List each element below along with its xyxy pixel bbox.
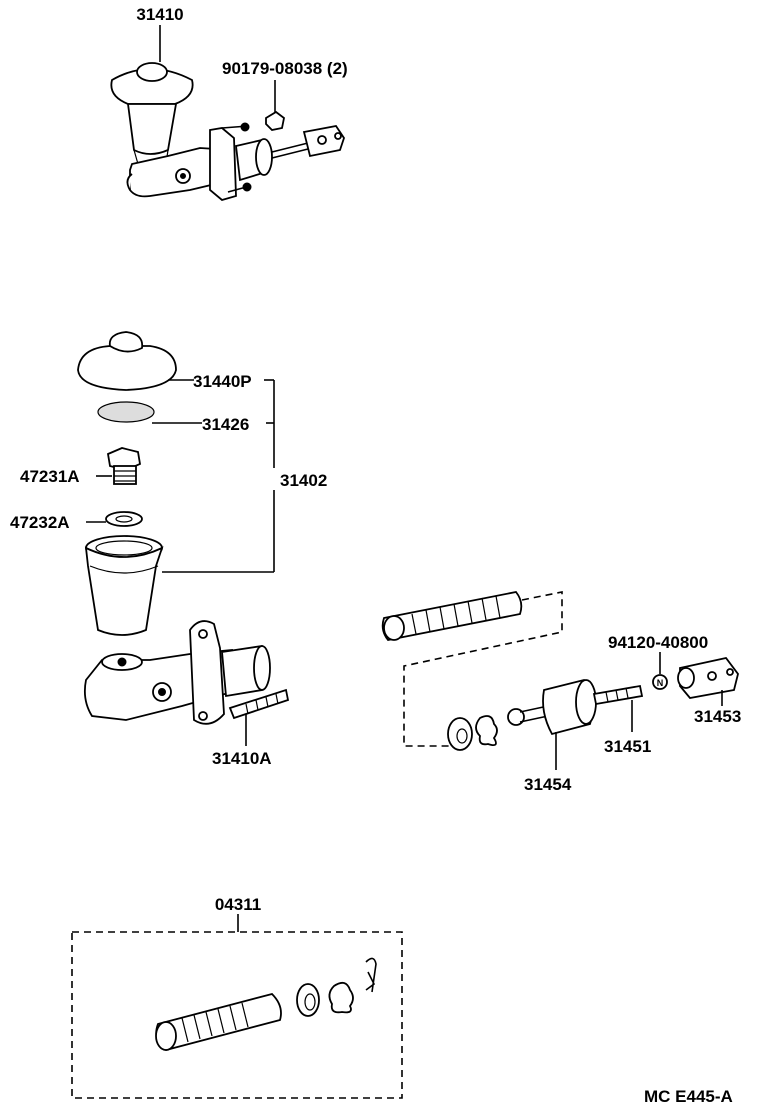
push-rod-clip-icon <box>475 715 498 747</box>
label-47232A: 47232A <box>10 513 70 532</box>
figure-code: MC E445-A <box>644 1087 733 1106</box>
union-bolt-icon <box>106 447 142 485</box>
label-47231A: 47231A <box>20 467 80 486</box>
label-31402: 31402 <box>280 471 327 490</box>
reservoir-gasket-icon <box>97 401 155 423</box>
piston-boot-icon <box>381 591 523 641</box>
label-04311: 04311 <box>215 895 261 914</box>
clevis-icon <box>677 656 739 699</box>
push-rod-icon <box>507 678 644 736</box>
master-cylinder-assembly-icon <box>110 62 345 201</box>
cylinder-body-icon <box>83 620 271 725</box>
svg-text:N: N <box>657 678 664 688</box>
push-rod-washer-icon <box>447 717 473 751</box>
repair-kit-icon <box>155 957 377 1051</box>
label-31410A: 31410A <box>212 749 272 768</box>
label-31454: 31454 <box>524 775 572 794</box>
label-31440P: 31440P <box>193 372 252 391</box>
reservoir-icon <box>84 535 164 636</box>
label-90179-08038: 90179-08038 (2) <box>222 59 348 78</box>
label-31410: 31410 <box>136 5 183 24</box>
label-31426: 31426 <box>202 415 249 434</box>
stud-bolt-icon <box>228 688 290 720</box>
label-31451: 31451 <box>604 737 651 756</box>
label-31453: 31453 <box>694 707 741 726</box>
union-gasket-icon <box>105 511 143 527</box>
reservoir-cap-icon <box>77 331 177 391</box>
label-94120-40800: 94120-40800 <box>608 633 708 652</box>
repair-kit-frame <box>71 931 403 1099</box>
clevis-nut-icon <box>652 674 668 690</box>
